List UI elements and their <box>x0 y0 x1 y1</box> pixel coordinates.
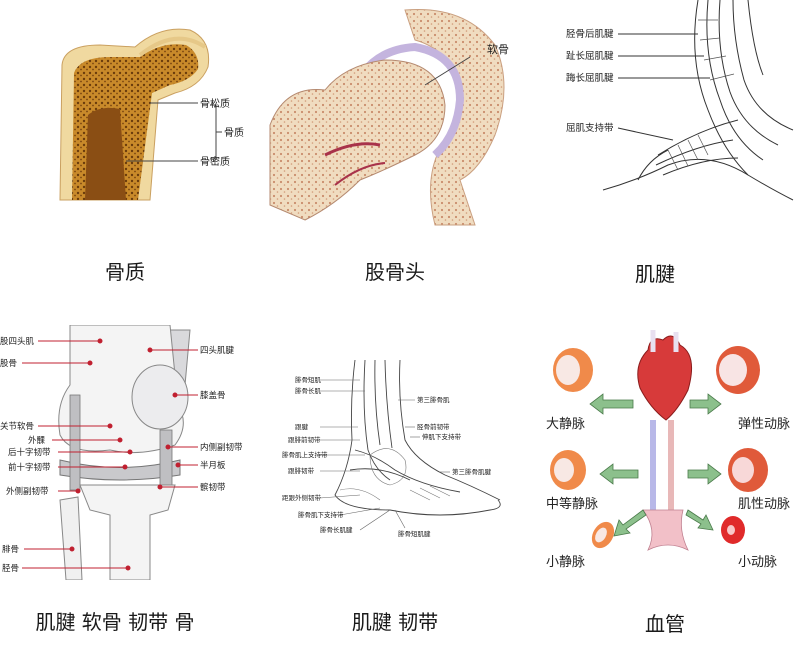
femoral-head-illustration: 软骨 <box>269 8 509 226</box>
label-peroneus-longus: 腓骨长肌 <box>295 386 322 395</box>
label-bone-substance: 骨质 <box>224 127 244 139</box>
label-muscular-artery: 肌性动脉 <box>738 497 790 512</box>
label-achilles: 跟腱 <box>295 422 309 431</box>
caption-femoral-head: 股骨头 <box>365 260 425 284</box>
label-peroneus-brevis: 腓骨短肌 <box>295 375 322 384</box>
label-spongy-bone: 骨松质 <box>200 97 230 110</box>
label-quadriceps: 股四头肌 <box>0 336 35 347</box>
panel-ankle: 腓骨短肌 腓骨长肌 跟腱 跟腓前韧带 腓骨肌上支持带 跟腓韧带 距跟外侧韧带 腓… <box>280 360 530 540</box>
label-cartilage: 软骨 <box>487 42 509 56</box>
label-pcl: 后十字韧带 <box>8 447 51 458</box>
arteriole-tube <box>721 516 745 544</box>
label-lcl: 外侧副韧带 <box>6 486 49 497</box>
small-vein-tube <box>591 521 615 549</box>
label-extensor-retinaculum: 伸肌下支持带 <box>422 432 462 441</box>
label-flexor-hallucis: 踇长屈肌腱 <box>566 72 614 84</box>
muscular-artery-tube <box>728 448 768 492</box>
caption-tendon: 肌腱 <box>635 262 675 286</box>
panel-tendon: 胫骨后肌腱 趾长屈肌腱 踇长屈肌腱 屈肌支持带 <box>548 0 800 215</box>
label-mid-vein: 中等静脉 <box>546 496 598 512</box>
panel-femoral-head: 软骨 <box>265 5 525 235</box>
label-ant-calcaneofibular: 跟腓前韧带 <box>288 435 321 444</box>
label-patella: 膝盖骨 <box>200 390 226 401</box>
ankle-illustration: 腓骨短肌 腓骨长肌 跟腱 跟腓前韧带 腓骨肌上支持带 跟腓韧带 距跟外侧韧带 腓… <box>282 360 501 538</box>
label-fibula: 腓骨 <box>2 544 19 555</box>
big-vein-tube <box>553 348 593 392</box>
label-quadriceps-tendon: 四头肌腱 <box>200 345 235 356</box>
label-arteriole: 小动脉 <box>738 555 777 570</box>
label-tibia: 胫骨 <box>2 564 19 574</box>
panel-blood-vessels: 大静脉 中等静脉 小静脉 弹性动脉 肌性动脉 小动脉 <box>538 330 810 580</box>
knee-illustration: 股四头肌 股骨 关节软骨 外髁 后十字韧带 前十字韧带 外侧副韧带 腓骨 胫骨 … <box>0 325 243 580</box>
label-peroneus-tertius-tendon: 第三腓骨肌腱 <box>452 467 492 476</box>
label-inferior-retinaculum: 腓骨肌下支持带 <box>298 510 344 519</box>
label-peroneus-longus-tendon: 腓骨长肌腱 <box>320 525 353 534</box>
elastic-artery-tube <box>716 346 760 394</box>
label-calcaneofibular: 跟腓韧带 <box>288 466 315 475</box>
caption-knee: 肌腱 软骨 韧带 骨 <box>35 610 195 634</box>
caption-blood-vessels: 血管 <box>645 612 685 636</box>
label-elastic-artery: 弹性动脉 <box>738 417 790 432</box>
label-meniscus: 半月板 <box>200 460 226 471</box>
mid-vein-tube <box>550 450 586 490</box>
caption-bone: 骨质 <box>105 260 145 284</box>
label-acl: 前十字韧带 <box>8 462 51 473</box>
bone-illustration: 骨松质 骨密质 骨质 <box>59 28 244 201</box>
label-tibialis-anterior: 胫骨前韧带 <box>417 422 450 431</box>
label-small-vein: 小静脉 <box>546 555 585 570</box>
panel-bone: 骨松质 骨密质 骨质 <box>40 5 290 220</box>
label-peroneus-tertius: 第三腓骨肌 <box>417 395 450 404</box>
label-big-vein: 大静脉 <box>546 417 585 432</box>
label-flexor-retinaculum: 屈肌支持带 <box>566 122 614 134</box>
blood-vessels-illustration: 大静脉 中等静脉 小静脉 弹性动脉 肌性动脉 小动脉 <box>546 330 790 570</box>
label-peroneus-brevis-tendon: 腓骨短肌腱 <box>398 529 431 538</box>
label-patellar-ligament: 髌韧带 <box>200 482 226 493</box>
caption-ankle: 肌腱 韧带 <box>351 610 439 634</box>
label-femur: 股骨 <box>0 359 17 369</box>
panel-knee: 股四头肌 股骨 关节软骨 外髁 后十字韧带 前十字韧带 外侧副韧带 腓骨 胫骨 … <box>0 325 260 580</box>
tendon-illustration: 胫骨后肌腱 趾长屈肌腱 踇长屈肌腱 屈肌支持带 <box>566 0 794 201</box>
label-flexor-digitorum: 趾长屈肌腱 <box>566 50 614 62</box>
label-superior-retinaculum: 腓骨肌上支持带 <box>282 450 328 459</box>
label-tibialis-posterior: 胫骨后肌腱 <box>566 28 614 40</box>
label-articular-cartilage: 关节软骨 <box>0 421 34 432</box>
label-mcl: 内侧副韧带 <box>200 442 243 453</box>
label-lateral-condyle: 外髁 <box>28 435 46 446</box>
label-lateral-talocalcaneal: 距跟外侧韧带 <box>282 493 322 502</box>
label-compact-bone: 骨密质 <box>200 155 230 168</box>
